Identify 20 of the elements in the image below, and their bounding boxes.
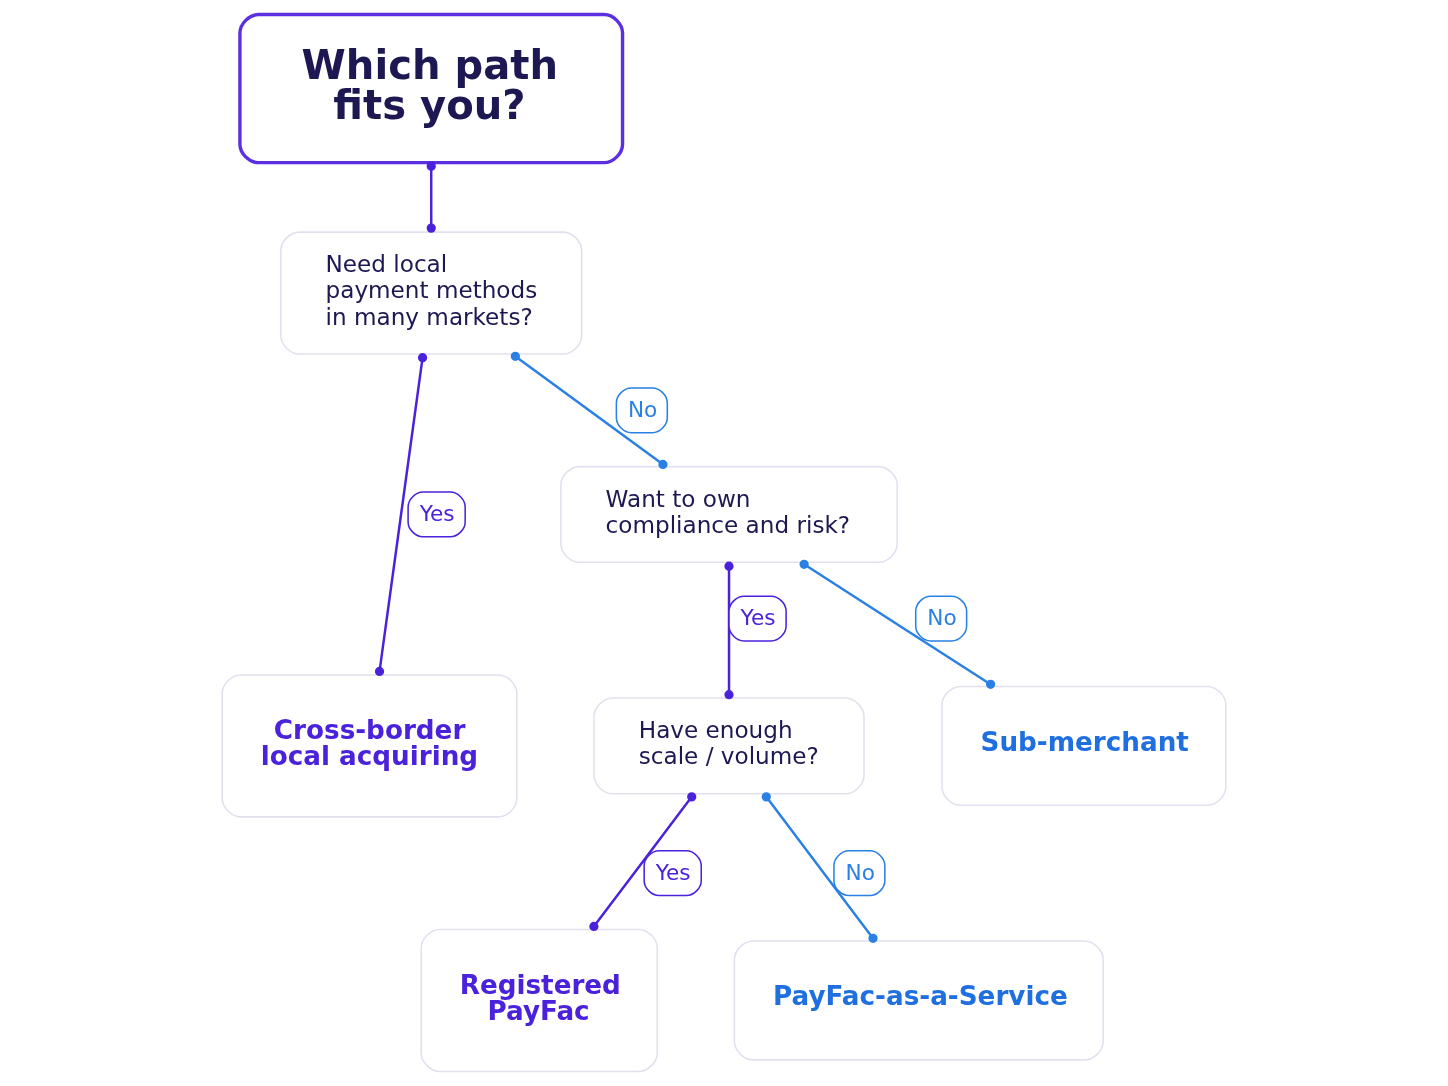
edge-label: Yes [655, 859, 691, 885]
node-box: Which path fits you? [238, 12, 625, 165]
node-box: Have enough scale / volume? [593, 697, 865, 795]
node-box: PayFac-as-a-Service [733, 940, 1104, 1061]
node-box: Registered PayFac [420, 928, 659, 1073]
connector [589, 792, 697, 932]
edge-label: No [927, 605, 957, 631]
connector [724, 561, 734, 700]
edge-label: Yes [419, 500, 455, 526]
node-box: Need local payment methods in many markets? [280, 231, 583, 355]
node-box: Sub-merchant [941, 685, 1227, 807]
edge-label: No [845, 859, 875, 885]
connector [761, 792, 878, 943]
connector [426, 161, 436, 233]
edge-label: Yes [740, 605, 776, 631]
connector [374, 353, 428, 677]
connector [799, 559, 996, 689]
edge-label: No [627, 396, 658, 422]
node-box: Want to own compliance and risk? [560, 465, 898, 564]
node-box: Cross-border local acquiring [221, 674, 518, 818]
